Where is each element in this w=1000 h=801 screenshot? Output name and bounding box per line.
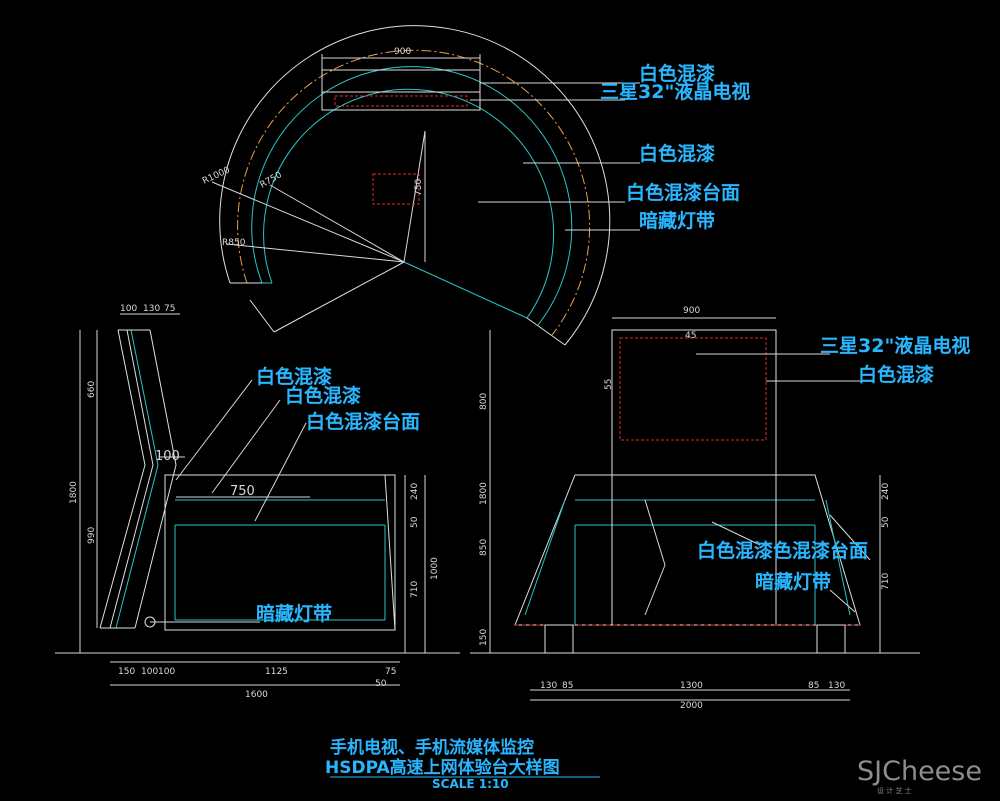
label-side-hidden-light: 暗藏灯带 [256, 602, 332, 625]
plan-dim-750: 750 [414, 179, 424, 196]
label-plan-hidden-light: 暗藏灯带 [639, 209, 715, 232]
side-elevation [55, 313, 460, 686]
plan-dimensions: 900 R1000 R750 R850 750 [201, 47, 424, 248]
front-dim-left-1: 1800 [479, 482, 489, 505]
front-dim-bottom-1: 130 [540, 681, 557, 691]
watermark-brand: SJCheese [857, 756, 982, 787]
label-plan-white-lacquer-1: 白色混漆 [639, 62, 715, 85]
side-dim-right-1: 240 [410, 483, 420, 500]
front-dim-left-2: 800 [479, 393, 489, 410]
watermark-sub: 设 计 芝 士 [877, 786, 912, 795]
front-dim-bottom-5: 130 [828, 681, 845, 691]
side-dim-left-2: 660 [87, 381, 97, 398]
title-line-1: 手机电视、手机流媒体监控 [330, 737, 534, 758]
label-plan-tv: 三星32"液晶电视 [600, 80, 750, 103]
side-dimensions: 100 130 75 1800 660 990 240 50 1000 710 … [69, 304, 440, 700]
front-dim-right-3: 710 [881, 573, 891, 590]
plan-view [211, 25, 640, 346]
side-dim-top-1: 100 [120, 304, 137, 314]
front-labels: 三星32"液晶电视 白色混漆 白色混漆色混漆台面 暗藏灯带 [697, 334, 970, 593]
side-dim-total: 1600 [245, 690, 268, 700]
front-elevation [470, 317, 920, 701]
label-front-hidden-light: 暗藏灯带 [755, 570, 831, 593]
front-dimensions: 900 45 55 1800 800 850 150 240 50 710 13… [479, 306, 891, 711]
label-front-white-lacquer: 白色混漆 [858, 363, 934, 386]
front-dim-left-3: 850 [479, 539, 489, 556]
front-dim-left-4: 150 [479, 629, 489, 646]
side-dim-bottom-3: 100 [158, 667, 175, 677]
side-dim-bottom-1: 150 [118, 667, 135, 677]
front-dim-bottom-3: 1300 [680, 681, 703, 691]
front-dim-bottom-2: 85 [562, 681, 573, 691]
front-dim-screen-a: 45 [685, 331, 696, 341]
side-dim-left-3: 990 [87, 527, 97, 544]
side-dim-right-4: 710 [410, 581, 420, 598]
side-dim-right-2: 50 [410, 516, 420, 528]
plan-dim-top: 900 [394, 47, 411, 57]
label-plan-white-lacquer-top: 白色混漆台面 [626, 181, 740, 204]
title-block: 手机电视、手机流媒体监控 HSDPA高速上网体验台大样图 SCALE 1:10 [325, 737, 600, 791]
side-labels: 白色混漆 白色混漆 白色混漆台面 暗藏灯带 [256, 365, 420, 625]
side-dim-top-2: 130 [143, 304, 160, 314]
front-dim-right-2: 50 [881, 516, 891, 528]
front-dim-top: 900 [683, 306, 700, 316]
watermark: SJCheese 设 计 芝 士 [857, 756, 982, 795]
label-plan-white-lacquer-2: 白色混漆 [639, 142, 715, 165]
side-dim-right-3: 1000 [430, 557, 440, 580]
plan-labels: 白色混漆 三星32"液晶电视 白色混漆 白色混漆台面 暗藏灯带 [600, 62, 750, 232]
side-dim-750: 750 [230, 484, 255, 499]
title-scale: SCALE 1:10 [432, 777, 509, 791]
side-dim-left-1: 1800 [69, 481, 79, 504]
side-dim-top-3: 75 [164, 304, 175, 314]
side-dim-bottom-4: 1125 [265, 667, 288, 677]
front-dim-right-1: 240 [881, 483, 891, 500]
label-front-tv: 三星32"液晶电视 [820, 334, 970, 357]
side-dim-bottom-5: 75 [385, 667, 396, 677]
plan-r850: R850 [222, 238, 246, 248]
label-side-white-lacquer-2: 白色混漆 [285, 384, 361, 407]
label-front-overlap: 白色混漆色混漆台面 [697, 539, 868, 562]
label-side-white-lacquer-1: 白色混漆 [256, 365, 332, 388]
side-dim-bottom-2: 100 [141, 667, 158, 677]
front-dim-total: 2000 [680, 701, 703, 711]
label-side-white-lacquer-top: 白色混漆台面 [306, 410, 420, 433]
front-dim-bottom-4: 85 [808, 681, 819, 691]
side-dim-bottom-small: 50 [375, 679, 387, 689]
front-dim-screen-b: 55 [604, 379, 614, 390]
title-line-2: HSDPA高速上网体验台大样图 [325, 757, 560, 778]
side-dim-100: 100 [155, 449, 180, 464]
